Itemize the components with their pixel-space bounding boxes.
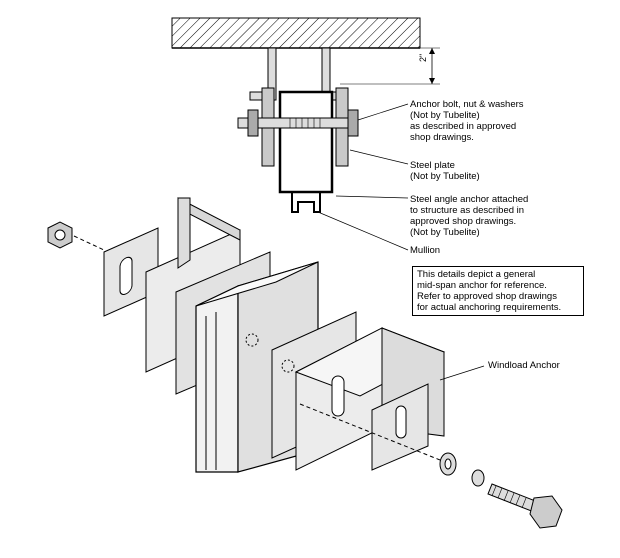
hex-bolt-shank — [487, 483, 539, 513]
lock-washer — [471, 469, 485, 487]
callout-steel-angle: Steel angle anchor attached to structure… — [410, 194, 528, 238]
nut-right — [347, 109, 359, 137]
note-line: mid-span anchor for reference. — [417, 280, 547, 291]
callout-line: to structure as described in — [410, 205, 525, 216]
dimension-label: 2" — [418, 53, 428, 62]
callout-line: (Not by Tubelite) — [410, 110, 480, 121]
callout-line: shop drawings. — [410, 132, 474, 143]
callout-windload: Windload Anchor — [488, 360, 560, 371]
callout-line: as described in approved — [410, 121, 517, 132]
callout-anchor-bolt: Anchor bolt, nut & washers (Not by Tubel… — [410, 99, 524, 143]
callout-steel-plate: Steel plate (Not by Tubelite) — [410, 160, 480, 182]
callout-line: Steel angle anchor attached — [410, 194, 529, 205]
callout-line: (Not by Tubelite) — [410, 227, 480, 238]
mullion-top — [195, 261, 319, 307]
hex-bolt-head — [529, 495, 563, 529]
callout-mullion: Mullion — [410, 245, 440, 256]
nut-left — [247, 109, 259, 137]
note-line: Refer to approved shop drawings — [417, 291, 557, 302]
callout-line: (Not by Tubelite) — [410, 171, 480, 182]
callout-line: Mullion — [410, 245, 441, 256]
note-box: This details depict a general mid-span a… — [412, 266, 584, 316]
mullion-glazing-leg — [291, 192, 321, 213]
callout-line: Windload Anchor — [488, 360, 560, 371]
mullion-section — [278, 90, 334, 194]
callout-line: Anchor bolt, nut & washers — [410, 99, 524, 110]
structure-slab — [171, 17, 421, 49]
note-line: This details depict a general — [417, 269, 536, 280]
plan-view-section — [171, 17, 440, 251]
exploded-view — [47, 197, 563, 529]
note-line: for actual anchoring requirements. — [417, 302, 562, 313]
mullion-front — [195, 285, 239, 473]
callout-line: Steel plate — [410, 160, 455, 171]
callout-line: approved shop drawings. — [410, 216, 517, 227]
